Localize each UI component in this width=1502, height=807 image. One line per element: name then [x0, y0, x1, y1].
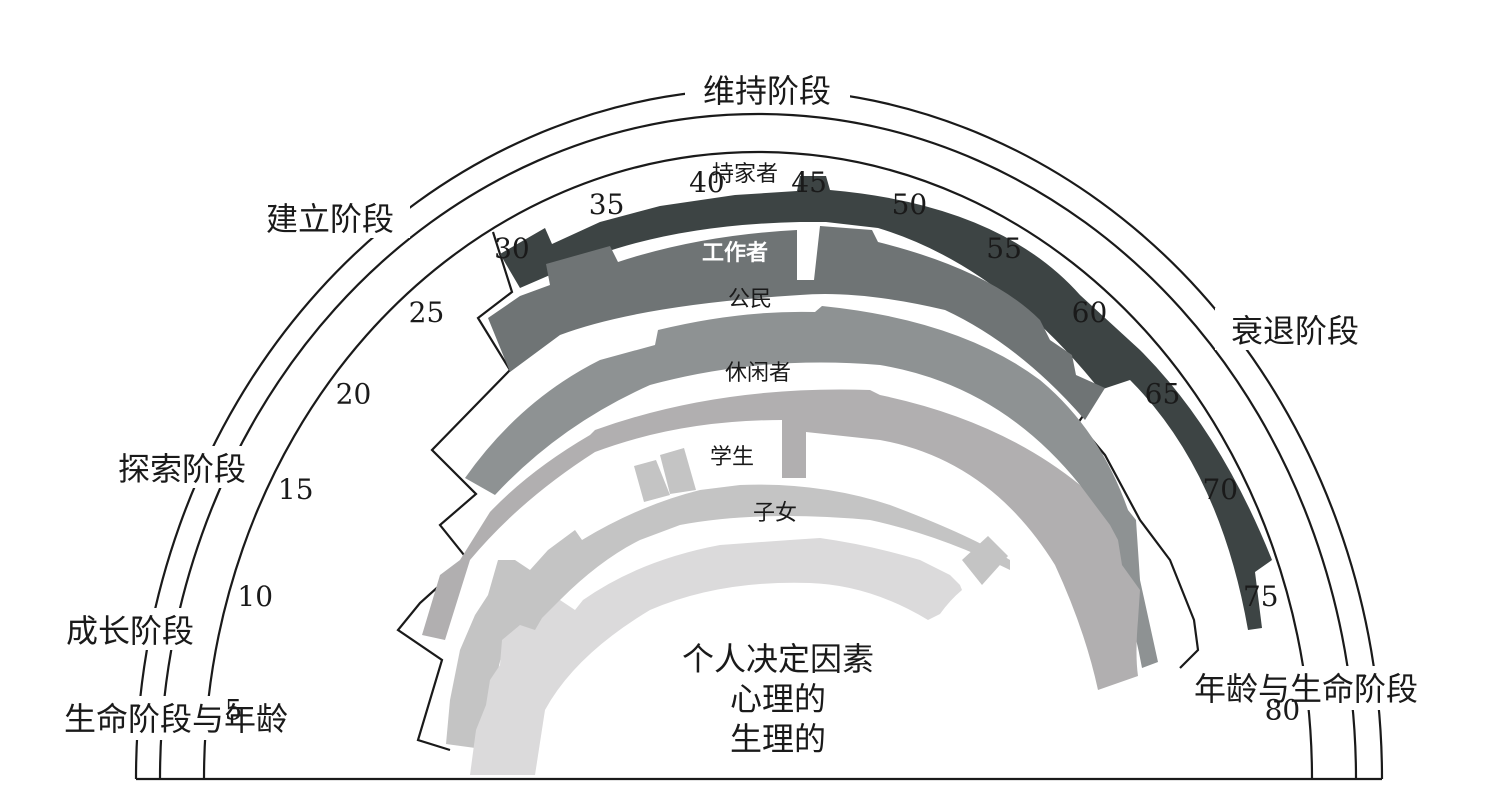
- mask-right-axis: [1172, 666, 1442, 710]
- role-label-citizen: 公民: [728, 287, 772, 312]
- age-tick-15: 15: [278, 473, 314, 506]
- center-line-2: 心理的: [730, 680, 826, 718]
- mask-growth: [50, 608, 208, 650]
- center-line-1: 个人决定因素: [682, 640, 874, 678]
- age-tick-75: 75: [1243, 580, 1279, 613]
- band-student-tab-1: [634, 460, 670, 502]
- mask-decline: [1215, 308, 1375, 350]
- age-tick-10: 10: [237, 580, 273, 613]
- role-label-leisurite: 休闲者: [725, 361, 791, 386]
- role-label-homemaker: 持家者: [712, 162, 778, 187]
- band-child: [470, 538, 962, 775]
- age-tick-40: 40: [689, 166, 725, 199]
- age-tick-80: 80: [1265, 693, 1301, 726]
- stage-establishment: 建立阶段: [266, 200, 394, 238]
- band-student: [446, 484, 1010, 750]
- band-citizen: [465, 306, 1158, 668]
- age-arc: [202, 150, 1314, 780]
- mask-exploration: [104, 446, 259, 488]
- stage-exploration: 探索阶段: [118, 450, 246, 488]
- mask-left-axis: [40, 696, 310, 740]
- age-tick-5: 5: [225, 693, 243, 726]
- age-tick-45: 45: [791, 166, 827, 199]
- age-tick-25: 25: [409, 296, 445, 329]
- age-tick-50: 50: [892, 188, 928, 221]
- age-ticks: 5 10 15 20 25 30 35 40 45 50 55 60 65 70 75 80: [225, 166, 1301, 726]
- stage-maintenance: 维持阶段: [703, 72, 831, 110]
- band-student-tab-3: [962, 536, 1008, 585]
- mask-maintenance: [685, 68, 850, 110]
- role-label-child: 子女: [753, 501, 797, 526]
- band-worker: [488, 226, 1105, 420]
- age-tick-70: 70: [1202, 473, 1238, 506]
- mask-establishment: [250, 196, 410, 238]
- center-line-3: 生理的: [730, 720, 826, 758]
- role-label-student: 学生: [710, 445, 754, 470]
- stage-growth: 成长阶段: [66, 612, 194, 650]
- stage-decline: 衰退阶段: [1231, 312, 1359, 350]
- age-tick-60: 60: [1072, 296, 1108, 329]
- band-student-tab-2: [660, 448, 696, 494]
- role-label-worker: 工作者: [702, 240, 768, 266]
- band-leisurite: [422, 389, 1140, 690]
- left-axis-label: 生命阶段与年龄: [64, 700, 288, 738]
- age-tick-65: 65: [1145, 377, 1181, 410]
- right-axis-label: 年龄与生命阶段: [1194, 670, 1418, 708]
- age-tick-55: 55: [986, 232, 1022, 265]
- age-tick-30: 30: [494, 232, 530, 265]
- staircase-outline: [396, 231, 514, 752]
- age-tick-35: 35: [589, 188, 625, 221]
- age-tick-20: 20: [336, 377, 372, 410]
